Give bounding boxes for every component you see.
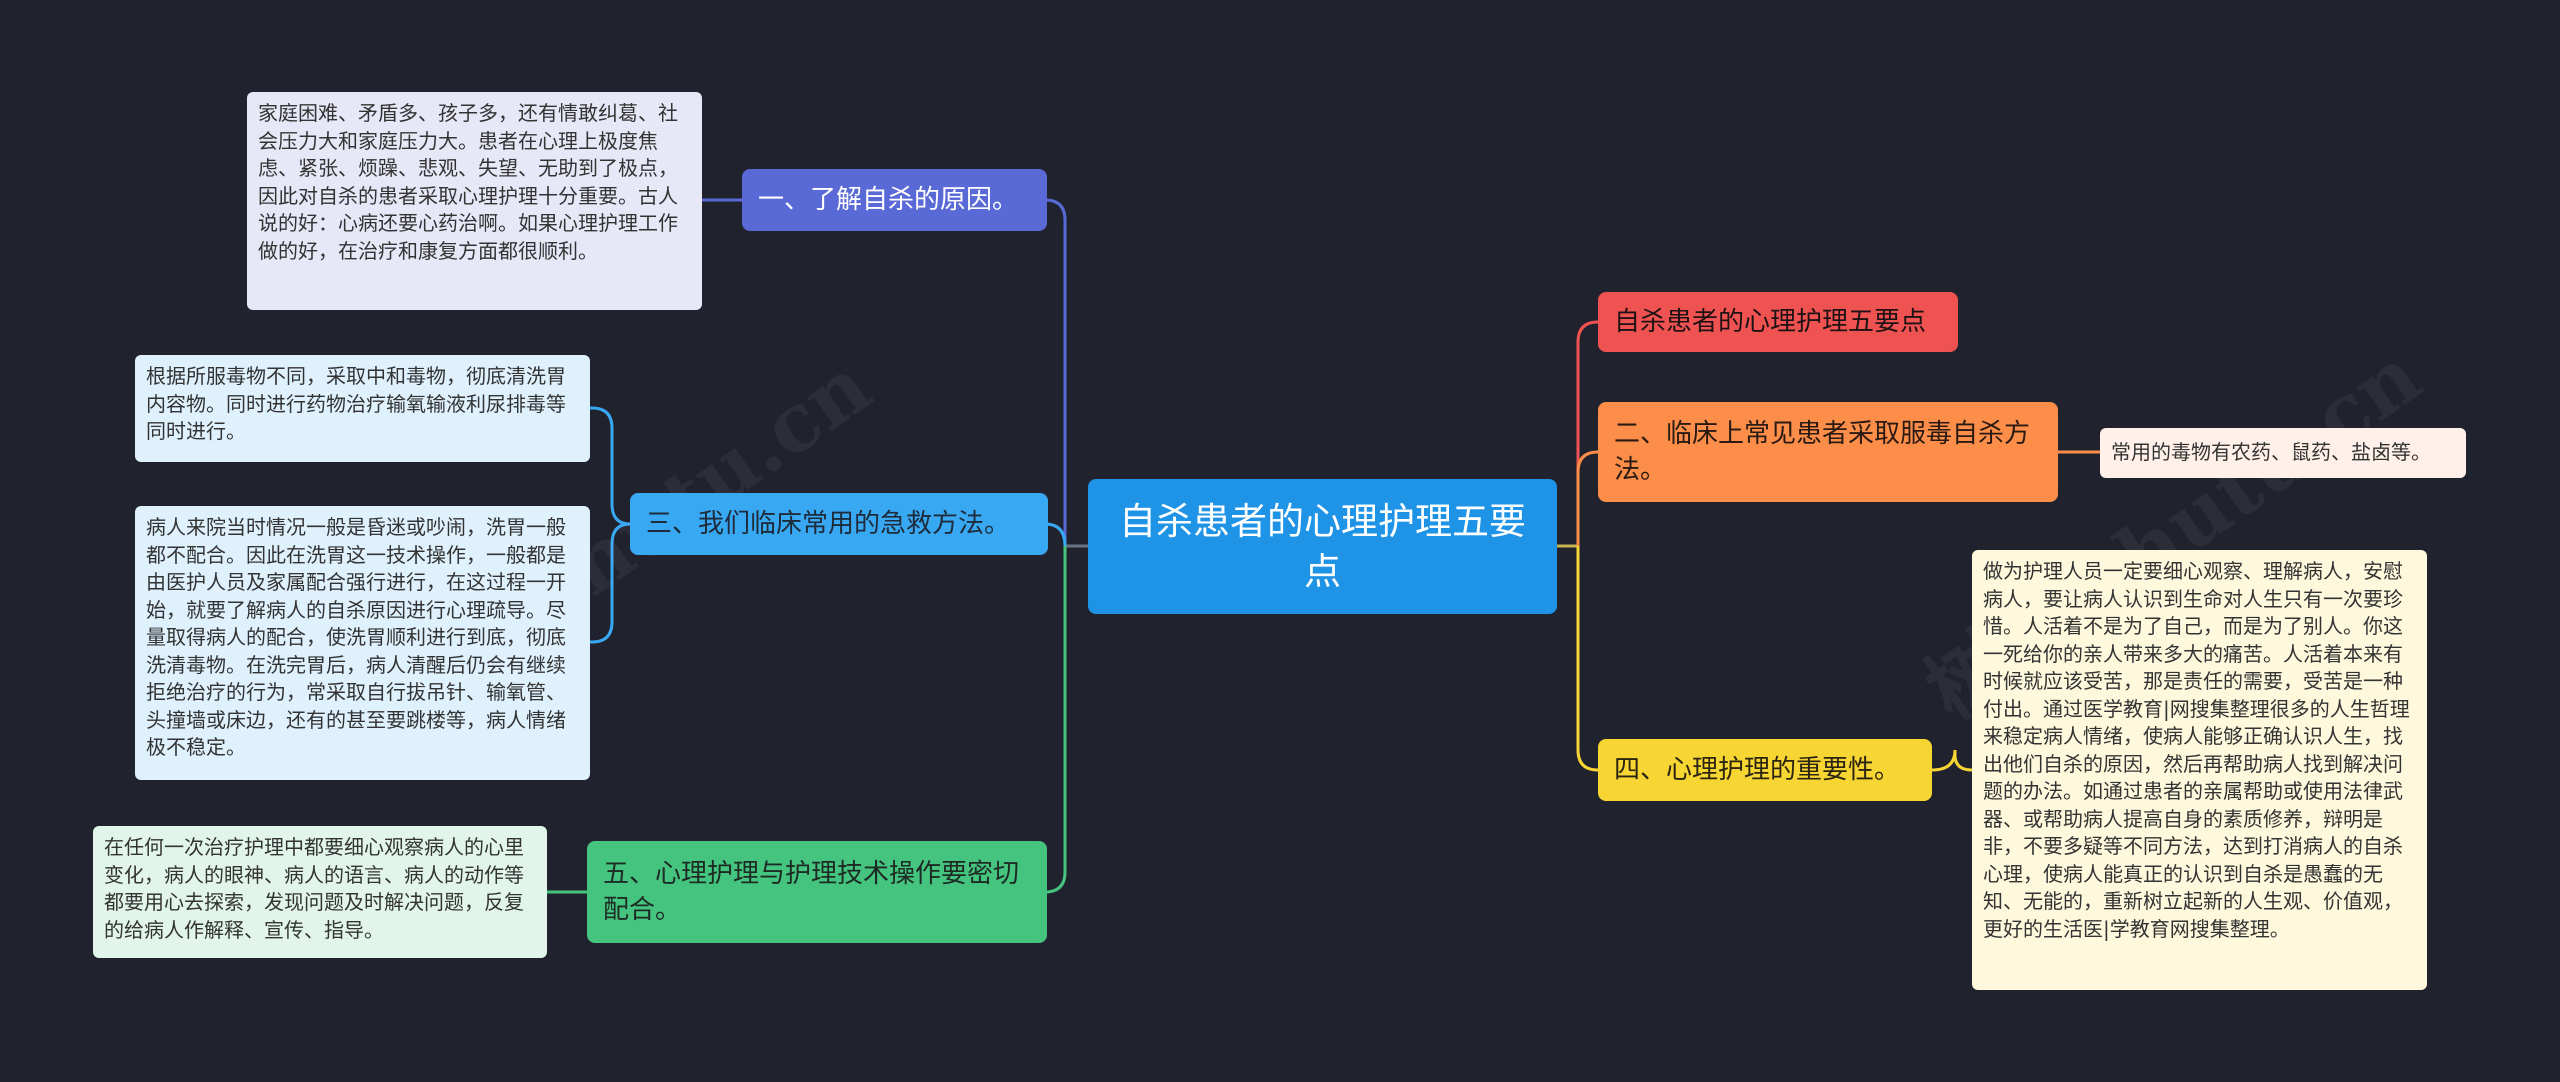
leaf-observe-patient[interactable]: 在任何一次治疗护理中都要细心观察病人的心里变化，病人的眼神、病人的语言、病人的动… <box>93 826 547 958</box>
topic-combine-care-label: 五、心理护理与护理技术操作要密切配合。 <box>603 859 1020 925</box>
topic-importance[interactable]: 四、心理护理的重要性。 <box>1598 739 1932 801</box>
leaf-importance-detail[interactable]: 做为护理人员一定要细心观察、理解病人，安慰病人，要让病人认识到生命对人生只有一次… <box>1972 550 2427 990</box>
central-topic[interactable]: 自杀患者的心理护理五要点 <box>1088 479 1557 614</box>
connector-to-topic5 <box>1044 546 1067 894</box>
leaf-patient-condition-text: 病人来院当时情况一般是昏迷或吵闹，洗胃一般都不配合。因此在洗胃这一技术操作，一般… <box>146 515 566 759</box>
connector-topic4-leaf <box>1931 749 1973 772</box>
connector-to-topic3 <box>1044 522 1067 547</box>
connector-to-topic2 <box>1576 450 1599 546</box>
topic-poison-methods[interactable]: 二、临床上常见患者采取服毒自杀方法。 <box>1598 402 2058 502</box>
leaf-patient-condition[interactable]: 病人来院当时情况一般是昏迷或吵闹，洗胃一般都不配合。因此在洗胃这一技术操作，一般… <box>135 506 590 780</box>
topic-understand-causes-label: 一、了解自杀的原因。 <box>758 185 1019 215</box>
connector-to-topic1 <box>1044 198 1067 546</box>
connector-topic3-leaf2 <box>588 522 631 644</box>
leaf-common-poisons-text: 常用的毒物有农药、鼠药、盐卤等。 <box>2111 440 2431 465</box>
leaf-causes-detail-text: 家庭困难、矛盾多、孩子多，还有情敢纠葛、社会压力大和家庭压力大。患者在心理上极度… <box>258 101 678 263</box>
central-topic-label: 自杀患者的心理护理五要点 <box>1119 499 1526 593</box>
topic-poison-methods-label: 二、临床上常见患者采取服毒自杀方法。 <box>1614 419 2031 485</box>
leaf-observe-patient-text: 在任何一次治疗护理中都要细心观察病人的心里变化，病人的眼神、病人的语言、病人的动… <box>104 835 524 942</box>
topic-importance-label: 四、心理护理的重要性。 <box>1614 755 1901 785</box>
leaf-gastric-lavage[interactable]: 根据所服毒物不同，采取中和毒物，彻底清洗胃内容物。同时进行药物治疗输氧输液利尿排… <box>135 355 590 462</box>
topic-title-repeat-label: 自杀患者的心理护理五要点 <box>1614 307 1927 337</box>
topic-emergency-methods[interactable]: 三、我们临床常用的急救方法。 <box>630 493 1048 555</box>
leaf-causes-detail[interactable]: 家庭困难、矛盾多、孩子多，还有情敢纠葛、社会压力大和家庭压力大。患者在心理上极度… <box>247 92 702 310</box>
topic-emergency-methods-label: 三、我们临床常用的急救方法。 <box>646 509 1011 539</box>
topic-title-repeat[interactable]: 自杀患者的心理护理五要点 <box>1598 292 1958 352</box>
topic-understand-causes[interactable]: 一、了解自杀的原因。 <box>742 169 1047 231</box>
connector-topic3-leaf1 <box>588 406 631 526</box>
connector-to-title <box>1576 320 1599 546</box>
leaf-importance-detail-text: 做为护理人员一定要细心观察、理解病人，安慰病人，要让病人认识到生命对人生只有一次… <box>1983 559 2410 941</box>
connector-to-topic4 <box>1576 546 1599 772</box>
leaf-common-poisons[interactable]: 常用的毒物有农药、鼠药、盐卤等。 <box>2100 428 2466 478</box>
topic-combine-care[interactable]: 五、心理护理与护理技术操作要密切配合。 <box>587 841 1047 943</box>
leaf-gastric-lavage-text: 根据所服毒物不同，采取中和毒物，彻底清洗胃内容物。同时进行药物治疗输氧输液利尿排… <box>146 364 566 443</box>
